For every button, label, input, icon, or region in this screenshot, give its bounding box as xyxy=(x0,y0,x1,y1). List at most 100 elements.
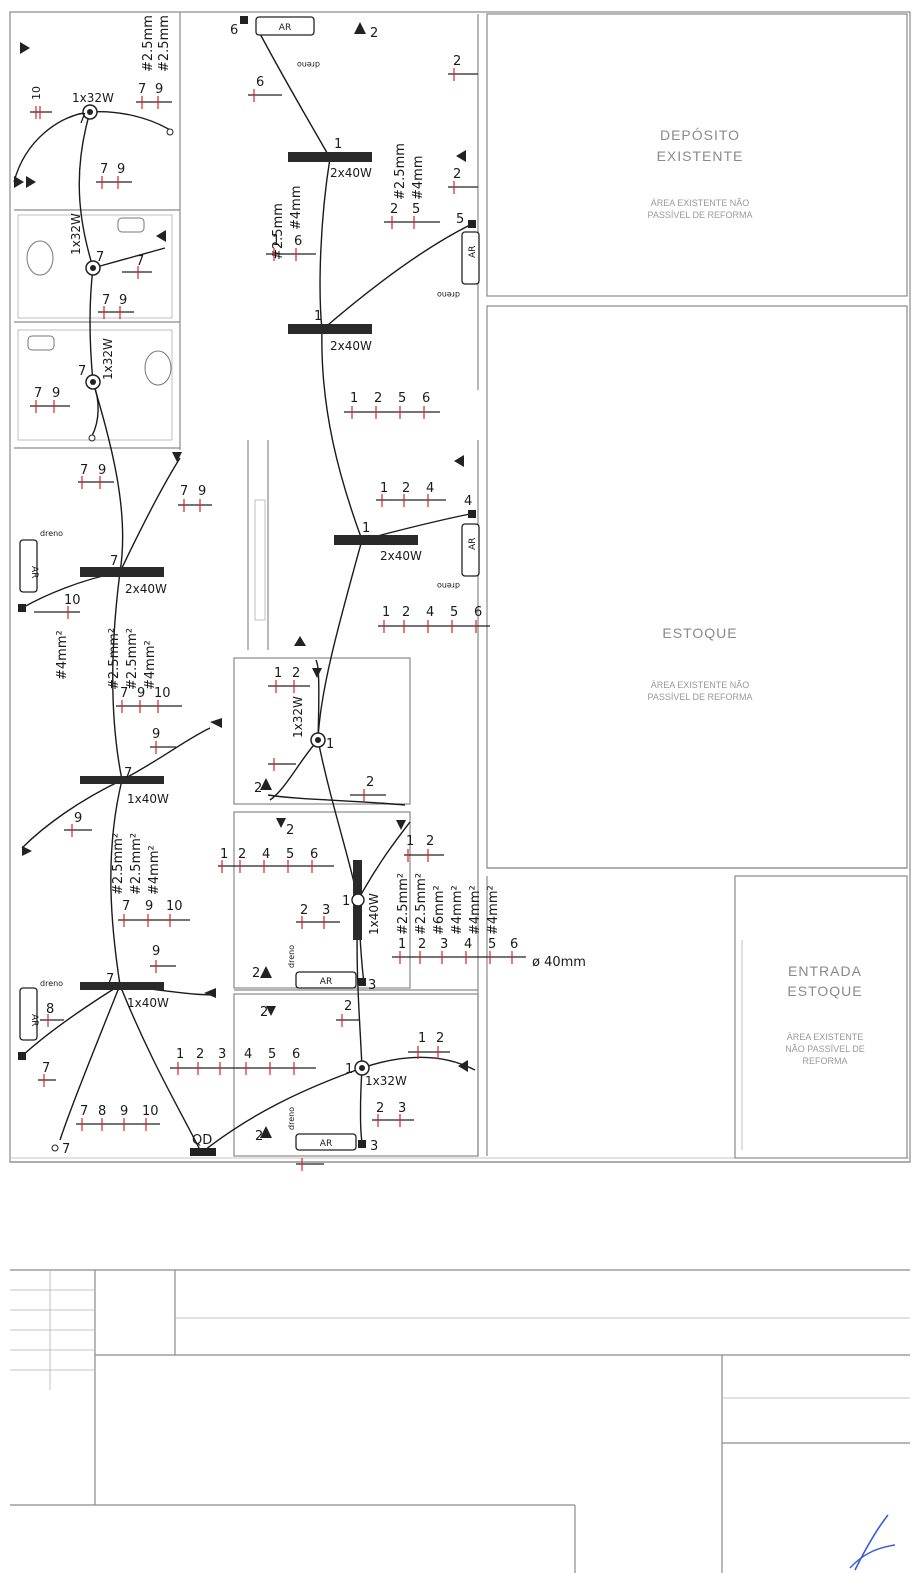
cable-gauge: #4mm² xyxy=(450,885,465,935)
circuit-number: 7 xyxy=(100,162,108,177)
svg-text:AR: AR xyxy=(279,23,291,33)
dreno-label: dreno xyxy=(437,290,460,299)
dreno-label: dreno xyxy=(287,945,296,968)
cable-gauge: #4mm² xyxy=(468,885,483,935)
lamp-label: 1x32W xyxy=(101,338,115,380)
svg-text:AR: AR xyxy=(29,566,39,578)
circuit-number: 2 xyxy=(402,605,410,620)
circuit-number: 1 xyxy=(345,1062,353,1077)
svg-text:AR: AR xyxy=(468,246,478,258)
cable-gauge: #4mm² xyxy=(143,640,158,690)
switch-arrow-icon xyxy=(354,22,366,34)
cable-gauges: #2.5mm #2.5mm #2.5mm #4mm #2.5mm #4mm #4… xyxy=(55,15,586,970)
lamp-label: 1x32W xyxy=(72,91,114,105)
circuit-number: 2 xyxy=(300,903,308,918)
circuit-number: 5 xyxy=(398,391,406,406)
circuit-number: 1 xyxy=(220,847,228,862)
svg-text:AR: AR xyxy=(468,538,478,550)
lamp-label: 1x40W xyxy=(367,893,381,935)
circuit-number: 9 xyxy=(152,727,160,742)
circuit-number: 1 xyxy=(382,605,390,620)
circuit-numbers: 10 7 9 7 9 7 7 9 7 9 7 9 7 9 10 7 9 10 9… xyxy=(30,23,518,1157)
circuit-number: 5 xyxy=(268,1047,276,1062)
circuit-number: 7 xyxy=(96,250,104,265)
circuit-number: 1 xyxy=(406,834,414,849)
room-note: ÁREA EXISTENTE NÃO xyxy=(651,680,750,690)
circuit-number: 7 xyxy=(78,112,86,127)
circuit-number: 6 xyxy=(294,234,302,249)
cable-gauge: #2.5mm² xyxy=(111,833,126,895)
circuit-number: 7 xyxy=(62,1142,70,1157)
circuit-number: 2 xyxy=(344,999,352,1014)
title-block-lines xyxy=(10,1269,910,1573)
dreno-label: dreno xyxy=(287,1107,296,1130)
circuit-number: 9 xyxy=(117,162,125,177)
room-title: ESTOQUE xyxy=(787,983,862,999)
qd-panel-icon xyxy=(190,1148,216,1156)
circuit-number: 8 xyxy=(98,1104,106,1119)
outlet-arrow-icon xyxy=(260,1126,272,1138)
walls xyxy=(9,11,911,1163)
outlet-arrow-icon xyxy=(456,150,466,162)
room-note: ÁREA EXISTENTE NÃO xyxy=(651,198,750,208)
circuit-number: 1 xyxy=(380,481,388,496)
circuit-number: 9 xyxy=(198,484,206,499)
circuit-number: 6 xyxy=(474,605,482,620)
circuit-number: 9 xyxy=(119,293,127,308)
circuit-number: 1 xyxy=(342,894,350,909)
outlet-arrow-icon xyxy=(210,718,222,728)
circuit-number: 2 xyxy=(252,966,260,981)
circuit-number: 7 xyxy=(138,82,146,97)
luminaire-labels: 1x32W 1x32W 1x32W 1x32W 1x32W 2x40W 2x40… xyxy=(69,91,422,1148)
lamp-label: 2x40W xyxy=(125,582,167,596)
circuit-number: 7 xyxy=(120,686,128,701)
circuit-number: 1 xyxy=(326,737,334,752)
dreno-label: dreno xyxy=(437,581,460,590)
outlet-arrow-icon xyxy=(156,230,166,242)
circuit-number: 3 xyxy=(368,978,376,993)
circuit-number: 3 xyxy=(398,1101,406,1116)
cable-gauge: #2.5mm xyxy=(271,203,286,260)
lamp-1x40w-icon xyxy=(80,776,164,784)
circuit-number: 6 xyxy=(292,1047,300,1062)
dreno-label: dreno xyxy=(40,979,63,988)
room-title: DEPÓSITO xyxy=(660,127,740,143)
cable-gauge: #6mm² xyxy=(432,885,447,935)
circuit-number: 1 xyxy=(350,391,358,406)
circuit-number: 7 xyxy=(180,484,188,499)
circuit-number: 10 xyxy=(30,86,43,100)
cable-gauge: #2.5mm² xyxy=(396,873,411,935)
cable-gauge: #2.5mm xyxy=(141,15,156,72)
circuit-number: 3 xyxy=(440,937,448,952)
circuit-number: 4 xyxy=(244,1047,252,1062)
circuit-number: 2 xyxy=(426,834,434,849)
room-note: NÃO PASSÍVEL DE xyxy=(785,1044,865,1054)
switch-arrow-icon xyxy=(312,668,322,678)
lamp-label: 1x32W xyxy=(69,213,83,255)
room-subtitle: EXISTENTE xyxy=(657,148,744,164)
circuit-number: 5 xyxy=(456,212,464,227)
svg-text:AR: AR xyxy=(320,977,332,987)
room-note: PASSÍVEL DE REFORMA xyxy=(647,210,752,220)
ar-unit-icon: AR dreno xyxy=(255,16,320,69)
switch-arrow-icon xyxy=(266,1006,276,1016)
circuit-number: 2 xyxy=(370,26,378,41)
circuit-number: 1 xyxy=(418,1031,426,1046)
svg-text:AR: AR xyxy=(29,1014,39,1026)
circuit-number: 7 xyxy=(110,554,118,569)
circuit-number: 9 xyxy=(137,686,145,701)
lamp-2x40w-icon xyxy=(288,152,372,162)
circuit-number: 1 xyxy=(398,937,406,952)
circuit-number: 7 xyxy=(78,364,86,379)
cable-gauge: #2.5mm² xyxy=(129,833,144,895)
room-note: PASSÍVEL DE REFORMA xyxy=(647,692,752,702)
circuit-number: 2 xyxy=(453,167,461,182)
circuit-number: 9 xyxy=(98,463,106,478)
circuit-number: 2 xyxy=(292,666,300,681)
cable-gauge: #2.5mm² xyxy=(107,628,122,690)
circuit-number: 2 xyxy=(260,1005,268,1020)
lamp-label: 2x40W xyxy=(330,339,372,353)
dreno-label: dreno xyxy=(40,529,63,538)
circuit-number: 5 xyxy=(286,847,294,862)
